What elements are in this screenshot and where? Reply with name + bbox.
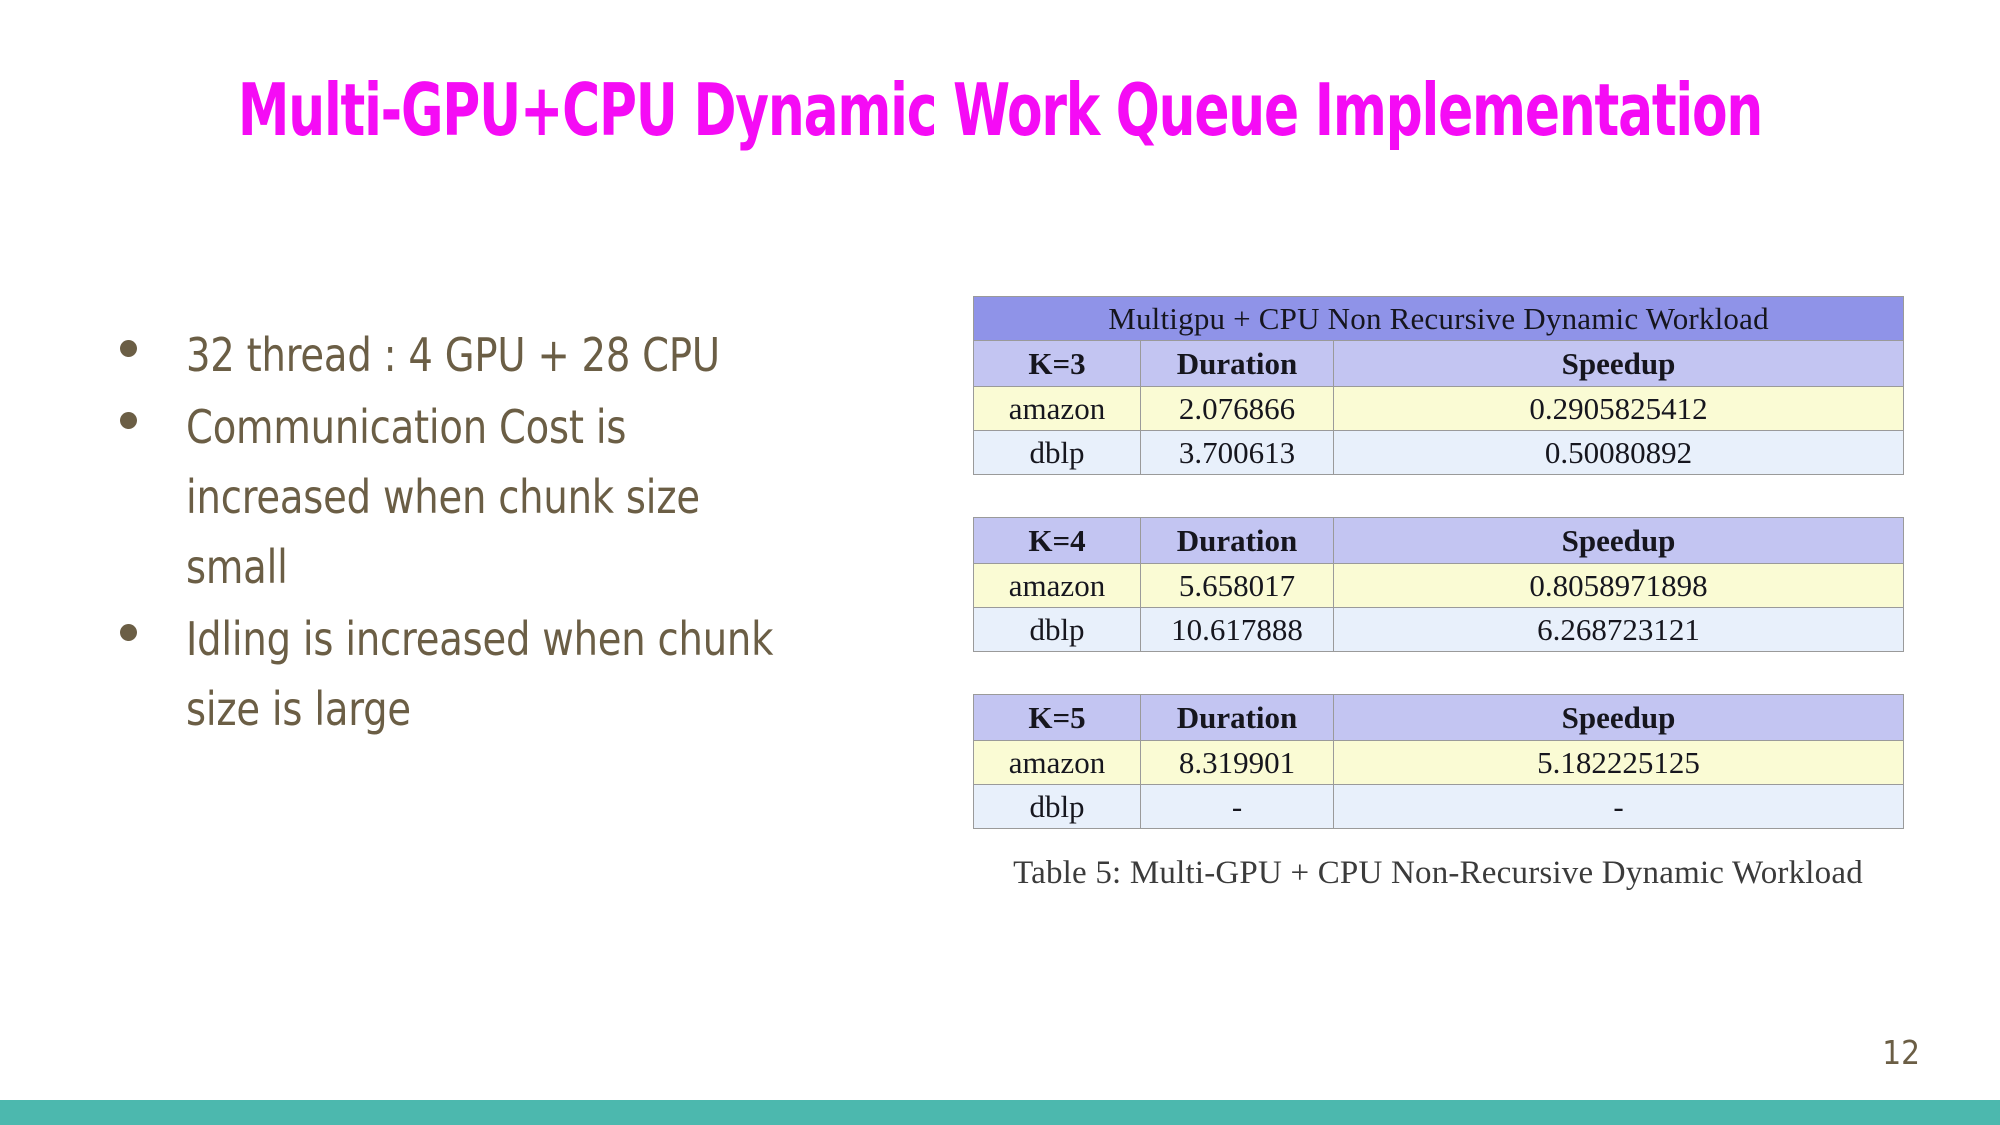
cell-duration: - (1140, 784, 1334, 829)
column-header-speedup: Speedup (1333, 694, 1904, 741)
table-row: amazon 5.658017 0.8058971898 (973, 563, 1904, 608)
list-item: 32 thread : 4 GPU + 28 CPU (120, 320, 840, 390)
column-header-speedup: Speedup (1333, 517, 1904, 564)
table-row: dblp 10.617888 6.268723121 (973, 607, 1904, 652)
results-table-k3: Multigpu + CPU Non Recursive Dynamic Wor… (972, 296, 1905, 475)
row-label: amazon (973, 563, 1141, 608)
column-header-speedup: Speedup (1332, 340, 1905, 387)
list-item-label: 32 thread : 4 GPU + 28 CPU (186, 328, 720, 382)
cell-speedup: 0.2905825412 (1332, 386, 1905, 431)
cell-duration: 8.319901 (1140, 740, 1334, 785)
table-row: amazon 2.076866 0.2905825412 (973, 386, 1905, 431)
row-label: amazon (973, 740, 1141, 785)
bullet-dot-icon (120, 320, 186, 357)
results-table-k4: K=4 Duration Speedup amazon 5.658017 0.8… (973, 517, 1904, 652)
cell-speedup: 0.8058971898 (1333, 563, 1904, 608)
table-banner-title: Multigpu + CPU Non Recursive Dynamic Wor… (972, 296, 1905, 341)
row-label: amazon (973, 386, 1141, 431)
table-header-row: K=4 Duration Speedup (973, 517, 1904, 564)
table-banner-row: Multigpu + CPU Non Recursive Dynamic Wor… (972, 296, 1905, 341)
list-item: Idling is increased when chunk size is l… (120, 604, 840, 744)
column-header-k: K=3 (973, 340, 1141, 387)
bullet-dot-icon (120, 604, 186, 641)
cell-duration: 10.617888 (1140, 607, 1334, 652)
column-header-k: K=5 (973, 694, 1141, 741)
column-header-duration: Duration (1140, 340, 1334, 387)
bullet-dot-icon (120, 392, 186, 429)
table-row: dblp - - (973, 784, 1904, 829)
column-header-duration: Duration (1140, 694, 1334, 741)
cell-speedup: - (1333, 784, 1904, 829)
row-label: dblp (973, 784, 1141, 829)
cell-duration: 5.658017 (1140, 563, 1334, 608)
results-table-k5: K=5 Duration Speedup amazon 8.319901 5.1… (973, 694, 1904, 829)
cell-duration: 2.076866 (1140, 386, 1334, 431)
cell-speedup: 0.50080892 (1332, 430, 1905, 475)
table-row: dblp 3.700613 0.50080892 (973, 430, 1905, 475)
column-header-duration: Duration (1140, 517, 1334, 564)
column-header-k: K=4 (973, 517, 1141, 564)
figure-caption: Table 5: Multi-GPU + CPU Non-Recursive D… (1013, 855, 1863, 891)
table-row: amazon 8.319901 5.182225125 (973, 740, 1904, 785)
cell-duration: 3.700613 (1140, 430, 1334, 475)
cell-speedup: 6.268723121 (1333, 607, 1904, 652)
table-header-row: K=5 Duration Speedup (973, 694, 1904, 741)
bullet-list: 32 thread : 4 GPU + 28 CPU Communication… (120, 320, 840, 746)
row-label: dblp (973, 430, 1141, 475)
bottom-accent-bar (0, 1100, 2000, 1125)
list-item-label: Idling is increased when chunk size is l… (186, 612, 774, 736)
table-header-row: K=3 Duration Speedup (973, 340, 1905, 387)
row-label: dblp (973, 607, 1141, 652)
page-number: 12 (1882, 1033, 1920, 1072)
page-title: Multi-GPU+CPU Dynamic Work Queue Impleme… (237, 68, 1763, 153)
results-figure: Multigpu + CPU Non Recursive Dynamic Wor… (972, 296, 1905, 892)
list-item-label: Communication Cost is increased when chu… (186, 400, 700, 594)
cell-speedup: 5.182225125 (1333, 740, 1904, 785)
list-item: Communication Cost is increased when chu… (120, 392, 840, 602)
